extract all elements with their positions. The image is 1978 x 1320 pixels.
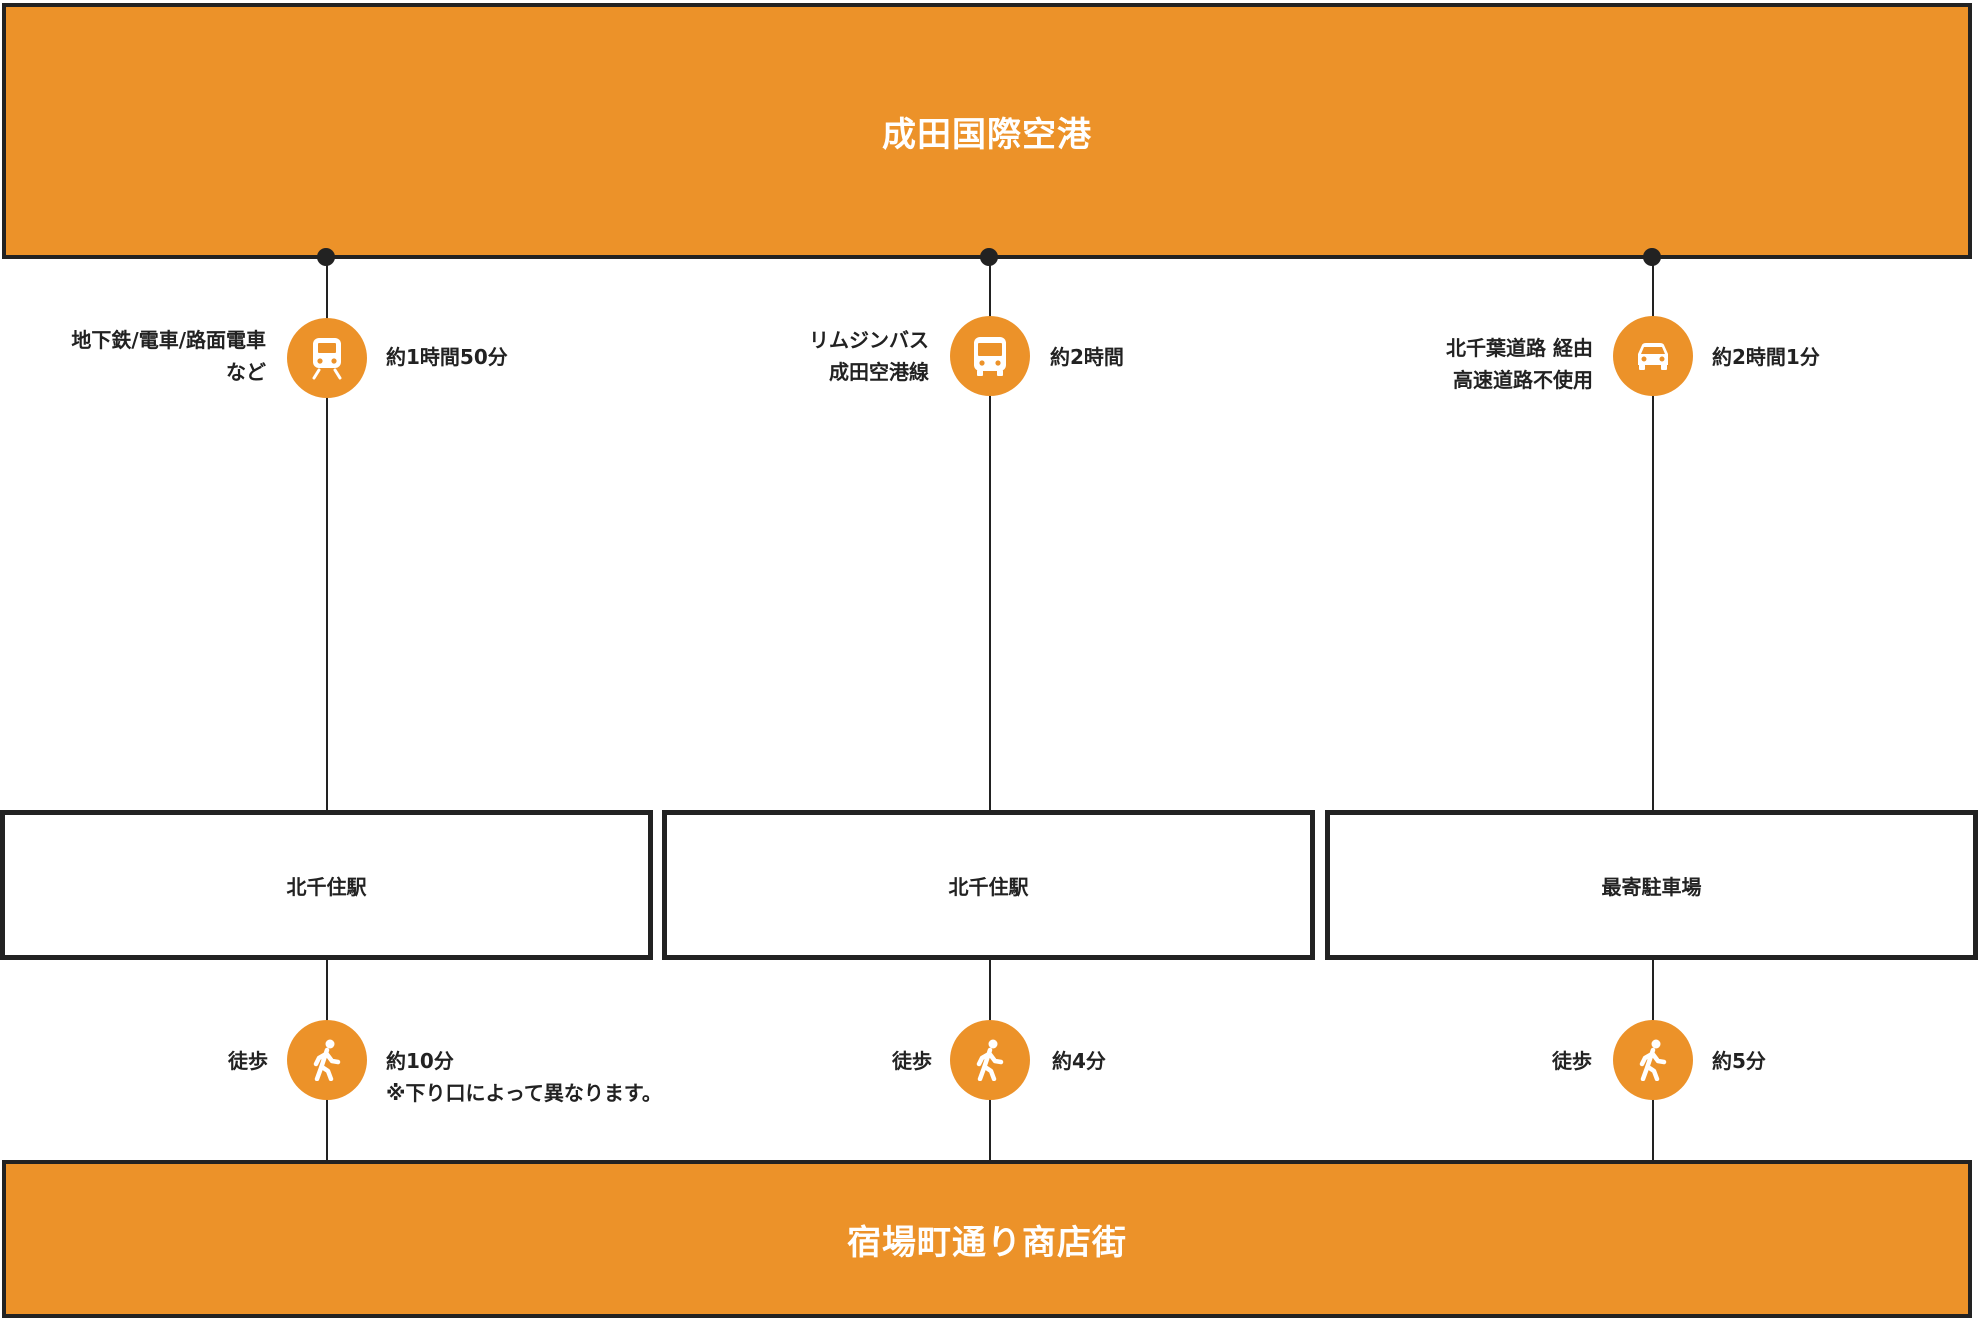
route-1-walk-info: 約10分 ※下り口によって異なります。 (386, 1045, 662, 1109)
route-2-duration: 約2時間 (1050, 345, 1124, 369)
junction-dot-2 (980, 248, 998, 266)
route-1-duration: 約1時間50分 (386, 345, 508, 369)
route-1-mode-line1: 地下鉄/電車/路面電車 (71, 328, 266, 352)
route-1-walk-note: ※下り口によって異なります。 (386, 1081, 662, 1105)
route-line-1 (326, 259, 328, 1160)
destination-title: 宿場町通り商店街 (847, 1222, 1127, 1263)
train-icon (312, 338, 342, 380)
route-2-mode: リムジンバス 成田空港線 (809, 324, 929, 388)
route-3-walk-label: 徒歩 (1552, 1049, 1592, 1073)
route-3-transport-circle (1613, 316, 1693, 396)
route-2-mode-line1: リムジンバス (809, 328, 929, 352)
route-2-walk-circle (950, 1020, 1030, 1100)
route-3-walk-circle (1613, 1020, 1693, 1100)
walk-icon (976, 1039, 1004, 1081)
route-1-mode: 地下鉄/電車/路面電車 など (71, 324, 266, 388)
route-1-mode-line2: など (226, 360, 266, 384)
route-2-walk-label: 徒歩 (892, 1049, 932, 1073)
route-3-station: 最寄駐車場 (1325, 810, 1978, 960)
route-3-mode-line2: 高速道路不使用 (1453, 368, 1593, 392)
route-3-station-label: 最寄駐車場 (1601, 874, 1702, 899)
route-line-2 (989, 259, 991, 1160)
route-2-mode-line2: 成田空港線 (829, 360, 929, 384)
car-icon (1638, 343, 1668, 370)
route-1-walk-circle (287, 1020, 367, 1100)
destination-banner: 宿場町通り商店街 (2, 1160, 1972, 1318)
route-2-transport-circle (950, 316, 1030, 396)
route-2-station: 北千住駅 (662, 810, 1315, 960)
walk-icon (1639, 1039, 1667, 1081)
route-3-mode-line1: 北千葉道路 経由 (1446, 336, 1593, 360)
walk-icon (313, 1039, 341, 1081)
route-line-3 (1652, 259, 1654, 1160)
route-3-duration: 約2時間1分 (1712, 345, 1820, 369)
junction-dot-3 (1643, 248, 1661, 266)
bus-icon (974, 337, 1006, 376)
route-3-walk-time: 約5分 (1712, 1049, 1766, 1073)
route-1-walk-label: 徒歩 (228, 1049, 268, 1073)
route-2-station-label: 北千住駅 (948, 874, 1029, 899)
origin-title: 成田国際空港 (882, 114, 1092, 155)
route-1-station-label: 北千住駅 (286, 874, 367, 899)
junction-dot-1 (317, 248, 335, 266)
route-3-mode: 北千葉道路 経由 高速道路不使用 (1446, 332, 1593, 396)
route-2-walk-time: 約4分 (1052, 1049, 1106, 1073)
route-1-walk-time: 約10分 (386, 1049, 454, 1073)
origin-banner: 成田国際空港 (2, 3, 1972, 259)
route-1-station: 北千住駅 (0, 810, 653, 960)
route-1-transport-circle (287, 318, 367, 398)
